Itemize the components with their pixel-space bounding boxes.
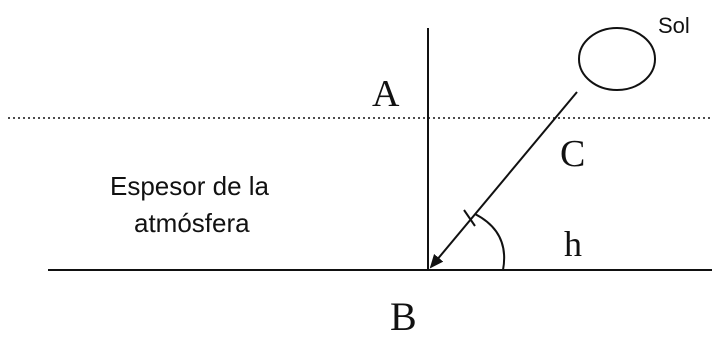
thickness-label-line2: atmósfera: [134, 208, 250, 238]
angle-tick: [463, 209, 476, 227]
point-a-label: A: [372, 73, 400, 115]
sun-label: Sol: [658, 13, 690, 38]
angle-h-label: h: [564, 224, 582, 264]
sun-ray-arrow: [429, 91, 578, 269]
thickness-label-line1: Espesor de la: [110, 171, 270, 201]
sun-circle: [578, 27, 656, 91]
point-b-label: B: [390, 294, 417, 337]
angle-arc: [474, 213, 506, 271]
point-c-label: C: [560, 133, 585, 175]
